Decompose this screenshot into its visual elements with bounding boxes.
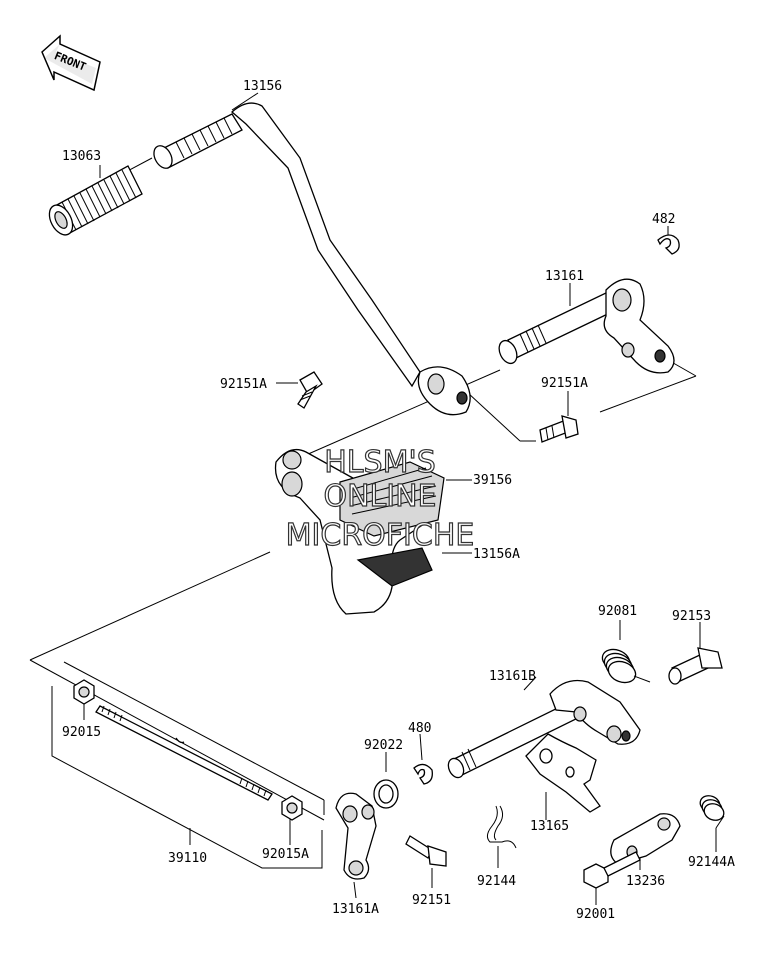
watermark-line-3: MICROFICHE xyxy=(286,518,475,553)
part-label-39110[interactable]: 39110 xyxy=(168,851,207,866)
part-label-92144[interactable]: 92144 xyxy=(477,874,516,889)
part-label-13161[interactable]: 13161 xyxy=(545,269,584,284)
shift-pedal-part xyxy=(274,448,445,615)
plate-13165-part xyxy=(525,733,601,813)
bolt-92001-part xyxy=(583,851,641,889)
circlip-480-part xyxy=(413,763,433,785)
tie-rod-39110-part xyxy=(95,705,273,801)
footpeg-rubber-part xyxy=(48,165,143,236)
bolt-92153-part xyxy=(668,647,723,685)
part-label-92144a[interactable]: 92144A xyxy=(688,855,735,870)
part-label-92153[interactable]: 92153 xyxy=(672,609,711,624)
part-label-13161b[interactable]: 13161B xyxy=(489,669,536,684)
part-label-13156[interactable]: 13156 xyxy=(243,79,282,94)
part-label-13165[interactable]: 13165 xyxy=(530,819,569,834)
part-label-92015[interactable]: 92015 xyxy=(62,725,101,740)
part-label-92081[interactable]: 92081 xyxy=(598,604,637,619)
part-label-92015a[interactable]: 92015A xyxy=(262,847,309,862)
part-label-482[interactable]: 482 xyxy=(652,212,675,227)
nut-92015a-part xyxy=(281,795,303,821)
washer-92022-part xyxy=(373,779,399,809)
part-labels: 13156 13063 482 13161 92151A 92151A 3915… xyxy=(62,79,735,922)
bolt-92151a-upper-part xyxy=(297,371,323,409)
watermark-line-2: ONLINE xyxy=(323,479,436,514)
spring-92144a-part xyxy=(699,795,725,829)
part-label-13236[interactable]: 13236 xyxy=(626,874,665,889)
circlip-482-part xyxy=(657,234,680,255)
nut-92015-part xyxy=(73,679,95,705)
bolt-92151-part xyxy=(405,835,447,867)
part-label-13063[interactable]: 13063 xyxy=(62,149,101,164)
spring-92081-part xyxy=(601,648,651,684)
leader-lines xyxy=(29,92,717,905)
part-label-92151a-upper[interactable]: 92151A xyxy=(220,377,267,392)
watermark: HLSM'S ONLINE MICROFICHE xyxy=(285,444,475,553)
part-label-92022[interactable]: 92022 xyxy=(364,738,403,753)
plate-13236-part xyxy=(610,813,681,865)
shift-lever-part xyxy=(153,102,471,416)
part-label-13161a[interactable]: 13161A xyxy=(332,902,379,917)
part-label-13156a[interactable]: 13156A xyxy=(473,547,520,562)
spring-92144-part xyxy=(486,805,517,849)
part-label-92151a-lower[interactable]: 92151A xyxy=(541,376,588,391)
part-label-92001[interactable]: 92001 xyxy=(576,907,615,922)
lever-13161a-part xyxy=(335,792,377,880)
part-label-92151[interactable]: 92151 xyxy=(412,893,451,908)
bolt-92151a-lower-part xyxy=(539,415,579,443)
part-label-480[interactable]: 480 xyxy=(408,721,431,736)
shift-shaft-13161b-part xyxy=(447,679,641,779)
part-label-39156[interactable]: 39156 xyxy=(473,473,512,488)
front-arrow-icon: FRONT xyxy=(41,34,101,92)
watermark-line-1: HLSM'S xyxy=(324,445,436,480)
shift-shaft-part xyxy=(498,278,675,374)
